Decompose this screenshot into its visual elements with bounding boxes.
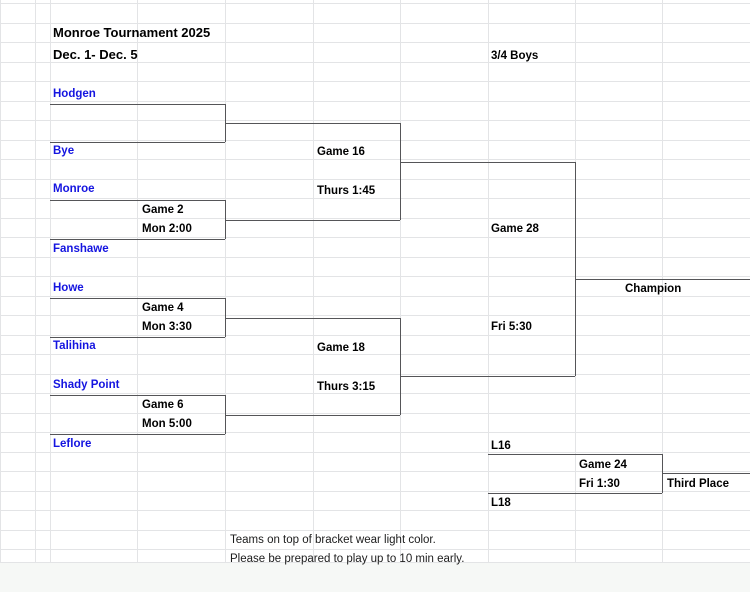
consolation-bottom bbox=[488, 493, 662, 495]
r1-pair1-top bbox=[50, 104, 225, 106]
r2-game18-bottom bbox=[225, 415, 400, 417]
r1-pair2-bottom bbox=[50, 239, 225, 241]
game-6-time[interactable]: Mon 5:00 bbox=[142, 418, 192, 430]
team-slot-6[interactable]: Talihina bbox=[53, 340, 96, 352]
game-18-label[interactable]: Game 18 bbox=[317, 342, 365, 354]
consolation-slot-bottom[interactable]: L18 bbox=[491, 497, 511, 509]
third-place-label: Third Place bbox=[667, 478, 729, 490]
r1-pair3-bottom bbox=[50, 337, 225, 339]
team-slot-5[interactable]: Howe bbox=[53, 282, 84, 294]
team-slot-7[interactable]: Shady Point bbox=[53, 379, 120, 391]
r2-game16-right bbox=[400, 123, 402, 220]
team-slot-1[interactable]: Hodgen bbox=[53, 88, 96, 100]
champion-label: Champion bbox=[625, 283, 682, 295]
game-2-label[interactable]: Game 2 bbox=[142, 204, 184, 216]
game-24-time[interactable]: Fri 1:30 bbox=[579, 478, 620, 490]
r2-game18-top bbox=[225, 318, 400, 320]
final-top bbox=[400, 162, 575, 164]
r2-game18-right bbox=[400, 318, 402, 415]
tournament-dates: Dec. 1- Dec. 5 bbox=[53, 47, 138, 62]
r1-pair2-top bbox=[50, 200, 225, 202]
sheet-background-band bbox=[0, 562, 750, 592]
r1-pair3-right bbox=[225, 298, 227, 337]
r1-pair1-bottom bbox=[50, 142, 225, 144]
tournament-title: Monroe Tournament 2025 bbox=[53, 25, 211, 40]
division-label: 3/4 Boys bbox=[491, 50, 539, 62]
game-16-time[interactable]: Thurs 1:45 bbox=[317, 185, 376, 197]
r2-game16-bottom bbox=[225, 220, 400, 222]
note-uniform-color: Teams on top of bracket wear light color… bbox=[230, 534, 436, 546]
game-18-time[interactable]: Thurs 3:15 bbox=[317, 381, 376, 393]
game-24-label[interactable]: Game 24 bbox=[579, 459, 627, 471]
team-slot-8[interactable]: Leflore bbox=[53, 438, 92, 450]
champion-line bbox=[575, 279, 750, 281]
game-4-label[interactable]: Game 4 bbox=[142, 302, 184, 314]
game-4-time[interactable]: Mon 3:30 bbox=[142, 321, 192, 333]
r1-pair2-right bbox=[225, 200, 227, 239]
third-place-line bbox=[662, 473, 750, 475]
r2-game16-top bbox=[225, 123, 400, 125]
note-early-play: Please be prepared to play up to 10 min … bbox=[230, 553, 465, 565]
game-6-label[interactable]: Game 6 bbox=[142, 399, 184, 411]
game-2-time[interactable]: Mon 2:00 bbox=[142, 223, 192, 235]
team-slot-3[interactable]: Monroe bbox=[53, 183, 95, 195]
r1-pair4-right bbox=[225, 395, 227, 434]
final-bottom bbox=[400, 376, 575, 378]
team-slot-4[interactable]: Fanshawe bbox=[53, 243, 109, 255]
final-right bbox=[575, 162, 577, 376]
team-slot-2[interactable]: Bye bbox=[53, 145, 75, 157]
r1-pair4-top bbox=[50, 395, 225, 397]
consolation-top bbox=[488, 454, 662, 456]
r1-pair3-top bbox=[50, 298, 225, 300]
game-28-label[interactable]: Game 28 bbox=[491, 223, 539, 235]
r1-pair4-bottom bbox=[50, 434, 225, 436]
consolation-slot-top[interactable]: L16 bbox=[491, 440, 511, 452]
game-28-time[interactable]: Fri 5:30 bbox=[491, 321, 532, 333]
game-16-label[interactable]: Game 16 bbox=[317, 146, 365, 158]
